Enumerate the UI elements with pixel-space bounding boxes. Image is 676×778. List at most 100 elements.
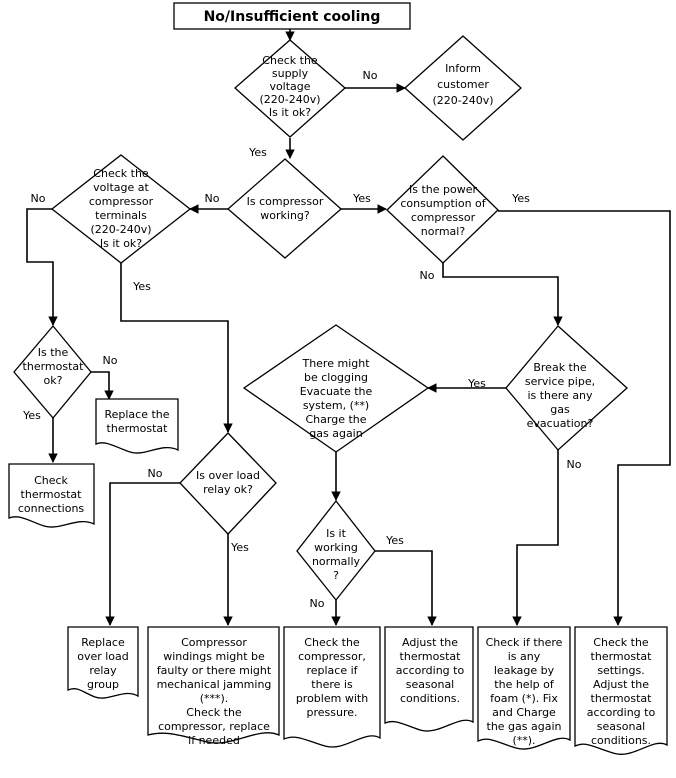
svg-text:mechanical jamming: mechanical jamming — [157, 678, 272, 691]
svg-text:Charge the: Charge the — [305, 413, 366, 426]
svg-text:Replace: Replace — [81, 636, 125, 649]
label-compressor-no: No — [205, 192, 220, 205]
svg-text:(***).: (***). — [200, 692, 229, 705]
label-supply-yes: Yes — [248, 146, 267, 159]
svg-text:seasonal: seasonal — [406, 678, 454, 691]
svg-text:windings might be: windings might be — [163, 650, 265, 663]
svg-text:Is it: Is it — [326, 527, 347, 540]
node-break-service-pipe: Break the service pipe, is there any gas… — [505, 325, 628, 451]
svg-text:thermostat: thermostat — [107, 422, 169, 435]
svg-text:There might: There might — [301, 357, 370, 370]
svg-text:Is over load: Is over load — [196, 469, 260, 482]
svg-text:Break the: Break the — [533, 361, 586, 374]
svg-text:compressor: compressor — [89, 195, 154, 208]
svg-text:normal?: normal? — [421, 225, 466, 238]
node-title-box: No/Insufficient cooling — [173, 2, 411, 30]
svg-text:service pipe,: service pipe, — [525, 375, 595, 388]
edge-thermostat-no-to-replace — [91, 371, 114, 400]
svg-text:(220-240v): (220-240v) — [259, 93, 320, 106]
svg-text:faulty or there might: faulty or there might — [157, 664, 272, 677]
svg-text:thermostat: thermostat — [23, 360, 85, 373]
node-compressor-working: Is compressor working? — [227, 158, 342, 259]
svg-text:relay: relay — [89, 664, 117, 677]
svg-text:thermostat: thermostat — [591, 650, 653, 663]
edge-terminals-no-to-thermostat — [26, 208, 58, 326]
node-overload-relay: Is over load relay ok? — [179, 432, 277, 535]
label-working-yes: Yes — [385, 534, 404, 547]
svg-text:Is it ok?: Is it ok? — [269, 106, 311, 119]
node-compressor-windings: Compressor windings might be faulty or t… — [147, 626, 280, 747]
node-inform-customer: Inform customer (220-240v) — [404, 35, 522, 141]
svg-text:Check the: Check the — [262, 54, 318, 67]
svg-text:conditions.: conditions. — [400, 692, 460, 705]
node-replace-thermostat: Replace the thermostat — [95, 398, 179, 454]
svg-text:problem with: problem with — [296, 692, 368, 705]
svg-text:compressor, replace: compressor, replace — [158, 720, 270, 733]
svg-text:Adjust the: Adjust the — [593, 678, 649, 691]
svg-text:the gas again: the gas again — [487, 720, 562, 733]
svg-text:compressor: compressor — [411, 211, 476, 224]
node-power-consumption: Is the power consumption of compressor n… — [386, 155, 499, 264]
svg-text:Adjust the: Adjust the — [402, 636, 458, 649]
svg-text:compressor,: compressor, — [298, 650, 366, 663]
svg-text:Check the: Check the — [93, 167, 149, 180]
edge-power-no-to-break-pipe — [442, 262, 563, 326]
label-pipe-no: No — [567, 458, 582, 471]
label-power-no: No — [420, 269, 435, 282]
edge-layer — [26, 29, 671, 626]
node-thermostat-ok: Is the thermostat ok? — [13, 324, 92, 420]
svg-text:according to: according to — [587, 706, 656, 719]
edge-relay-no-to-replace — [105, 482, 180, 626]
node-voltage-terminals: Check the voltage at compressor terminal… — [50, 154, 192, 264]
edge-label-layer: No Yes No Yes No Yes Yes No No Yes Yes N… — [22, 69, 582, 610]
svg-text:according to: according to — [396, 664, 465, 677]
svg-text:Compressor: Compressor — [181, 636, 247, 649]
label-power-yes: Yes — [511, 192, 530, 205]
edge-terminals-yes-to-overload — [120, 262, 233, 433]
svg-text:Evacuate the: Evacuate the — [300, 385, 373, 398]
svg-text:consumption of: consumption of — [400, 197, 486, 210]
label-working-no: No — [310, 597, 325, 610]
label-thermostat-yes: Yes — [22, 409, 41, 422]
title-label: No/Insufficient cooling — [204, 9, 381, 25]
svg-text:and Charge: and Charge — [492, 706, 556, 719]
svg-text:Is the: Is the — [38, 346, 69, 359]
svg-text:voltage at: voltage at — [93, 181, 149, 194]
node-check-thermostat-settings: Check the thermostat settings. Adjust th… — [574, 626, 668, 755]
svg-text:Check: Check — [34, 474, 68, 487]
svg-text:ok?: ok? — [44, 374, 63, 387]
svg-text:(220-240v): (220-240v) — [432, 94, 493, 107]
label-relay-yes: Yes — [230, 541, 249, 554]
edge-pipe-no-to-leakage — [512, 450, 559, 626]
svg-text:over load: over load — [77, 650, 129, 663]
label-terminals-no: No — [31, 192, 46, 205]
node-adjust-thermostat: Adjust the thermostat according to seaso… — [384, 626, 474, 732]
svg-text:gas: gas — [550, 403, 570, 416]
svg-text:thermostat: thermostat — [21, 488, 83, 501]
svg-text:Is compressor: Is compressor — [247, 195, 324, 208]
edge-power-yes-to-thermostat-settings — [498, 210, 671, 626]
svg-text:gas again: gas again — [309, 427, 362, 440]
svg-text:seasonal: seasonal — [597, 720, 645, 733]
svg-text:pressure.: pressure. — [306, 706, 357, 719]
label-terminals-yes: Yes — [132, 280, 151, 293]
svg-text:Inform: Inform — [445, 62, 481, 75]
svg-text:the help of: the help of — [494, 678, 555, 691]
svg-text:thermostat: thermostat — [591, 692, 653, 705]
svg-text:is any: is any — [508, 650, 541, 663]
node-supply-voltage: Check the supply voltage (220-240v) Is i… — [234, 39, 346, 138]
node-check-leakage: Check if there is any leakage by the hel… — [477, 626, 571, 750]
svg-text:Check the: Check the — [186, 706, 242, 719]
svg-text:Check the: Check the — [304, 636, 360, 649]
svg-text:relay ok?: relay ok? — [203, 483, 253, 496]
svg-text:Check if there: Check if there — [486, 636, 563, 649]
edge-working-yes-to-adjust — [375, 550, 437, 626]
svg-text:if needed: if needed — [188, 734, 240, 747]
svg-text:Check the: Check the — [593, 636, 649, 649]
svg-text:evacuation?: evacuation? — [527, 417, 594, 430]
svg-text:connections: connections — [18, 502, 85, 515]
svg-text:normally: normally — [312, 555, 361, 568]
svg-text:terminals: terminals — [95, 209, 147, 222]
